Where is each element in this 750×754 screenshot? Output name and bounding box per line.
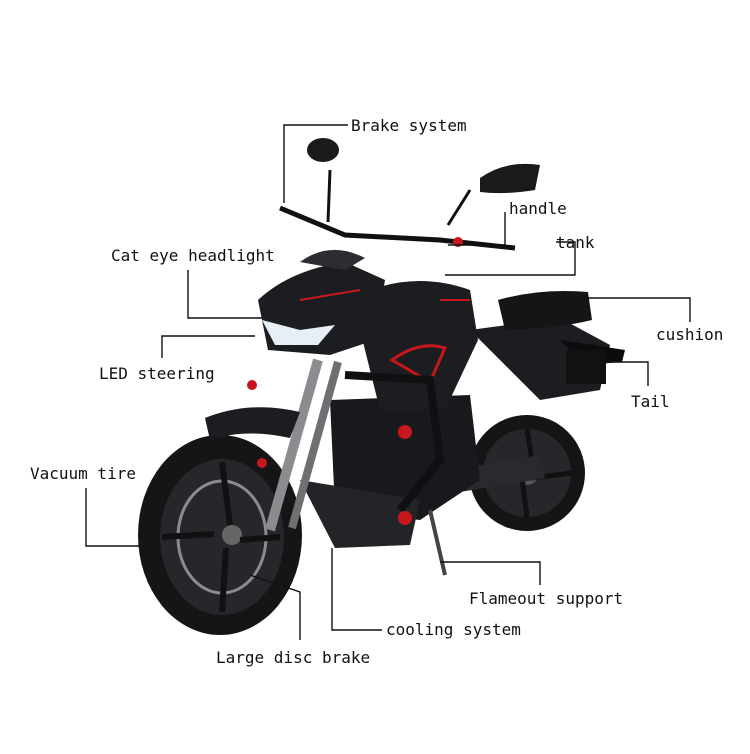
label-cat-eye-headlight: Cat eye headlight xyxy=(111,246,275,265)
tank-graphic xyxy=(389,344,448,385)
front-fender xyxy=(205,407,300,440)
leader-cooling-system xyxy=(331,548,382,631)
leader-handle xyxy=(448,212,506,246)
label-handle: handle xyxy=(509,199,567,218)
front-wheel xyxy=(138,435,302,635)
leader-tank xyxy=(445,241,576,276)
crash-bar xyxy=(344,371,445,513)
label-flameout-support: Flameout support xyxy=(469,589,624,608)
leader-flameout-support xyxy=(440,561,541,585)
label-large-disc-brake: Large disc brake xyxy=(216,648,371,667)
seat xyxy=(498,291,592,330)
kickstand xyxy=(428,509,447,576)
leader-large-disc-brake xyxy=(249,574,301,640)
label-brake-system: Brake system xyxy=(351,116,467,135)
engine xyxy=(330,395,480,520)
windscreen xyxy=(300,249,365,270)
handlebar xyxy=(279,205,516,251)
leader-cat-eye-headlight xyxy=(187,270,262,319)
headlight xyxy=(262,320,335,345)
leader-brake-system xyxy=(283,124,348,203)
leader-tail xyxy=(604,361,649,386)
leader-led-steering xyxy=(161,335,255,358)
label-tail: Tail xyxy=(631,392,670,411)
leader-cushion xyxy=(568,297,691,322)
right-mirror xyxy=(480,163,540,194)
label-tank: tank xyxy=(556,233,595,252)
left-mirror xyxy=(307,138,339,162)
label-vacuum-tire: Vacuum tire xyxy=(30,464,136,483)
label-led-steering: LED steering xyxy=(99,364,215,383)
leader-vacuum-tire xyxy=(85,488,140,547)
license-bracket xyxy=(566,350,606,384)
label-cooling-system: cooling system xyxy=(386,620,521,639)
label-cushion: cushion xyxy=(656,325,724,344)
belly-pan xyxy=(300,480,420,548)
front-forks xyxy=(265,358,323,532)
